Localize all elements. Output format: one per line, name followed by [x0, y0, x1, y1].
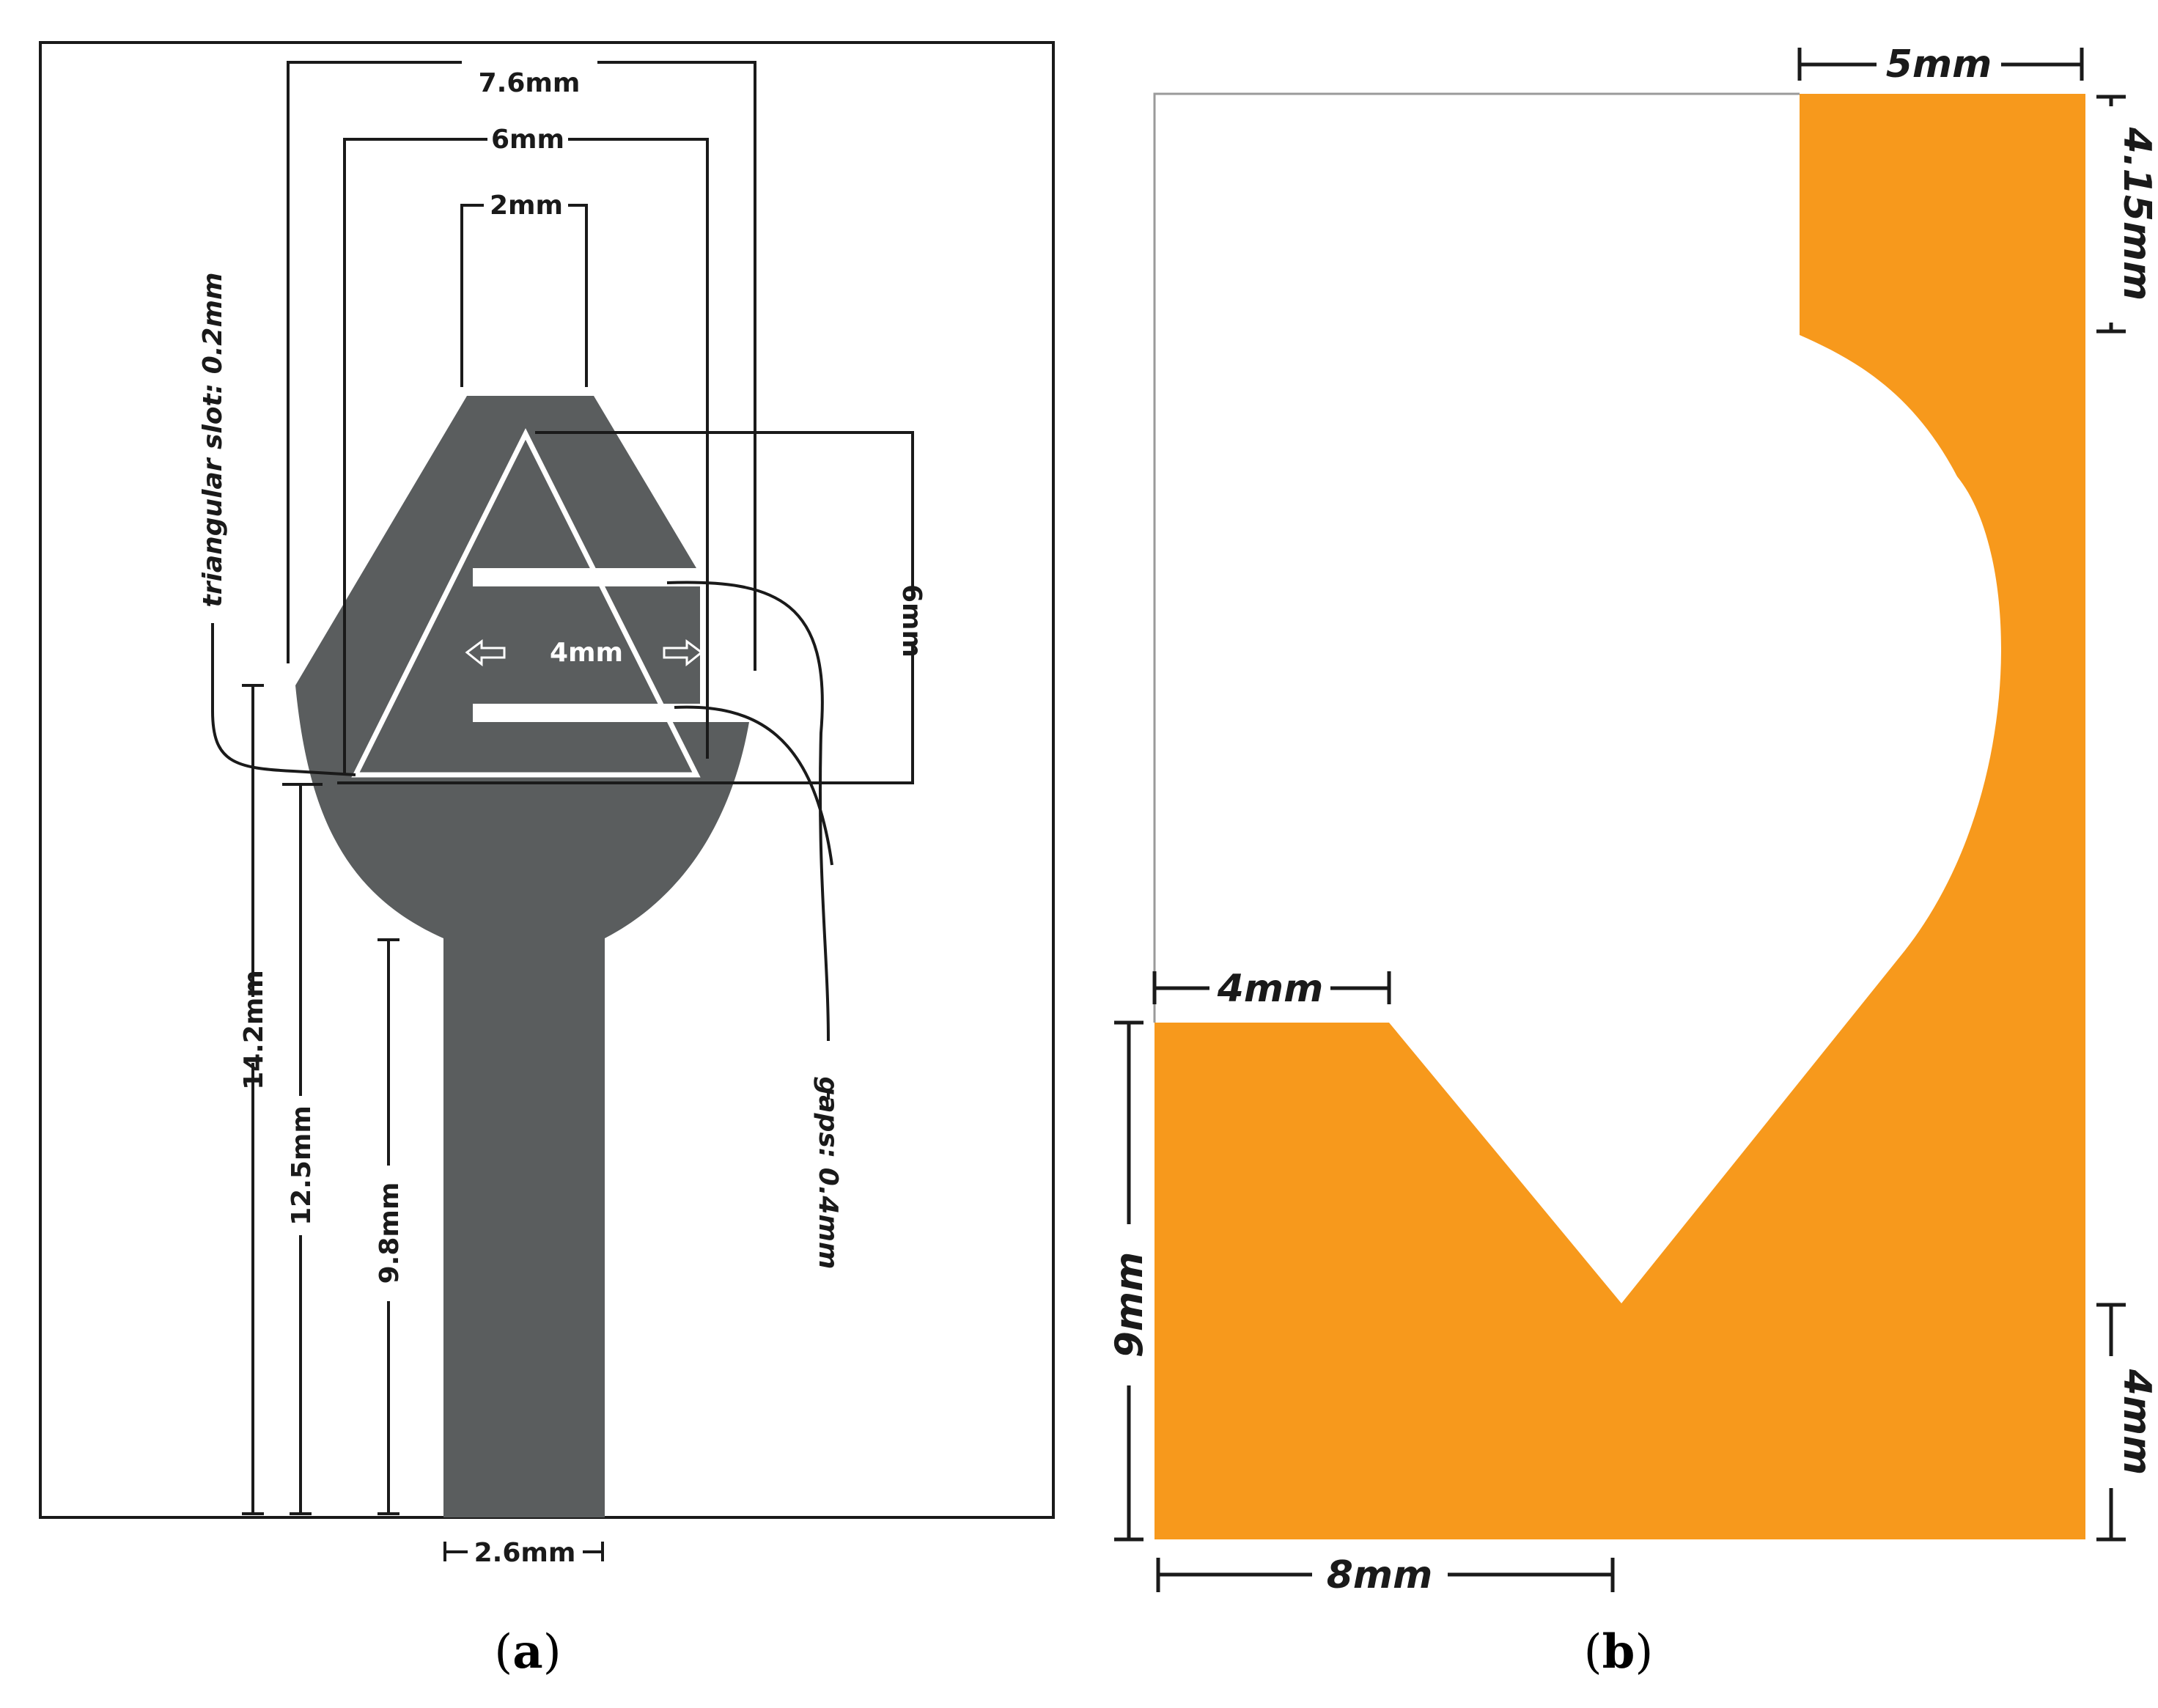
dim-label-7-6mm: 7.6mm [479, 68, 581, 98]
panel-a: 7.6mm 6mm 2mm 4mm 6mm triangular slot: 0… [39, 41, 1055, 1679]
dim-label-4-15mm: 4.15mm [2115, 127, 2158, 301]
dim-label-9mm: 9mm [1108, 1252, 1152, 1358]
dim-label-4mm: 4mm [550, 638, 623, 668]
dim-label-2mm: 2mm [490, 191, 563, 221]
dim-label-triangular-slot: triangular slot: 0.2mm [198, 273, 228, 608]
dim-label-6mm-height: 6mm [896, 584, 927, 658]
width-arrows [465, 639, 704, 667]
panel-b-dimensions [1114, 48, 2126, 1592]
dim-label-2-6mm: 2.6mm [474, 1538, 576, 1568]
dim-label-9-8mm: 9.8mm [375, 1182, 405, 1284]
panel-b-outline [1153, 92, 1800, 1023]
dim-label-8mm: 8mm [1327, 1553, 1433, 1597]
dim-label-14-2mm: 14.2mm [239, 970, 269, 1090]
arrow-left-icon [465, 639, 506, 667]
panel-b: 5mm 4.15mm 4mm 9mm 4mm 8mm (b) [1108, 43, 2158, 1679]
arrow-right-icon [663, 639, 704, 667]
dim-label-5mm: 5mm [1886, 43, 1992, 86]
panel-a-dimensions [211, 61, 914, 1561]
dim-label-4mm-right: 4mm [2115, 1369, 2158, 1476]
antenna-patch [295, 396, 749, 1517]
triangular-slot [351, 428, 701, 778]
dim-label-4mm-top: 4mm [1217, 967, 1324, 1011]
dim-label-gaps: gaps: 0.4mm [813, 1077, 843, 1270]
caption-a: (a) [494, 1624, 561, 1679]
caption-b: (b) [1584, 1624, 1654, 1679]
ground-plane [1155, 94, 2085, 1539]
dim-label-6mm-width: 6mm [491, 125, 564, 155]
dim-label-12-5mm: 12.5mm [287, 1105, 317, 1226]
